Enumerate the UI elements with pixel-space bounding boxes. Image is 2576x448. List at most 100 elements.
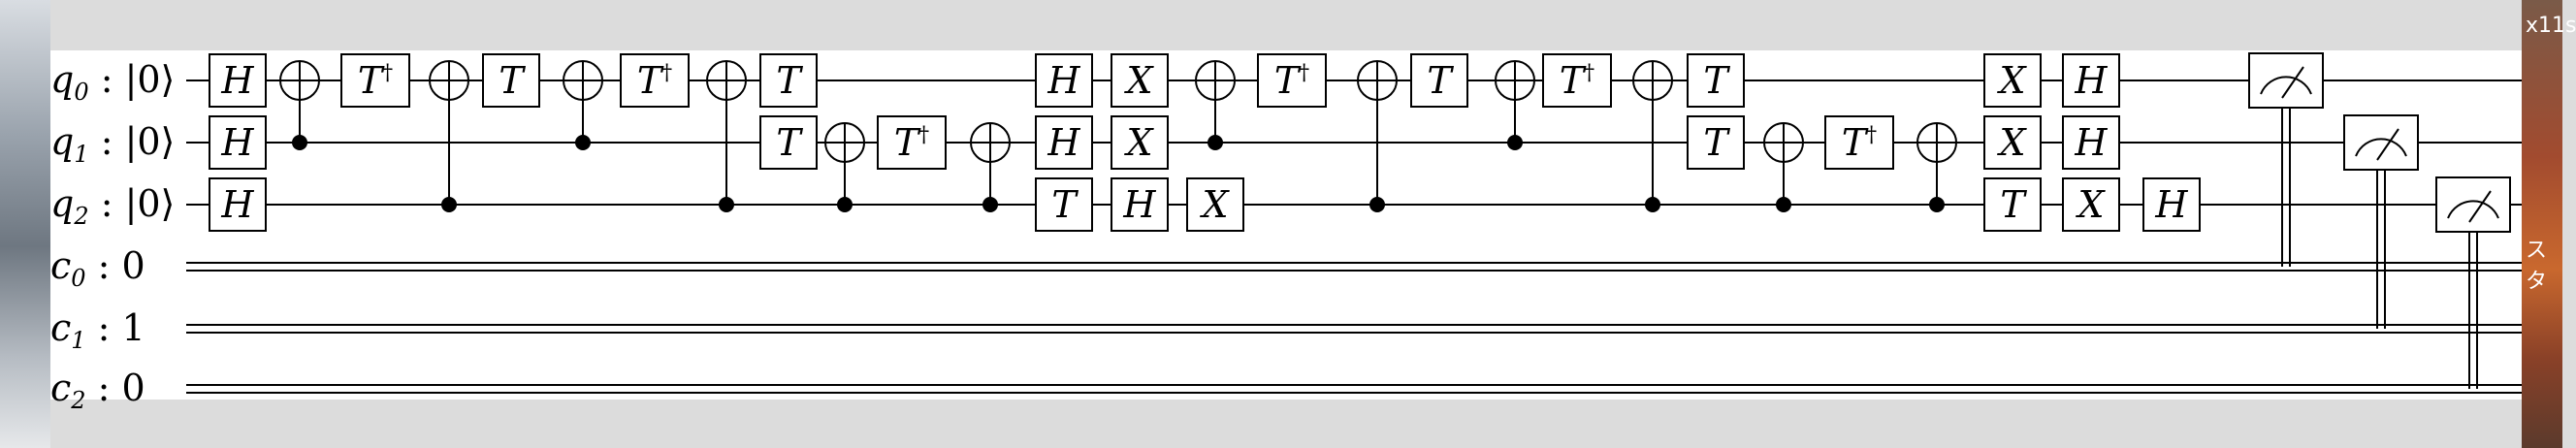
gate-label: H — [2154, 183, 2188, 226]
gate-label: T† — [894, 121, 929, 164]
gate-label: T† — [1842, 121, 1877, 164]
cnot-control-dot — [982, 197, 998, 212]
measure-meter-needle — [2376, 128, 2399, 161]
clbit-label-part: 0 — [71, 265, 85, 292]
clbit-label: c0 : 0 — [50, 244, 145, 292]
gate-label: H — [1122, 183, 1156, 226]
gate-label: T — [1703, 59, 1730, 102]
gate-box — [1186, 177, 1244, 232]
qubit-label-part: q — [50, 182, 74, 225]
qubit-label-part: q — [50, 58, 74, 101]
gate-label-dagger: † — [382, 61, 393, 85]
gate-label: T — [1703, 121, 1730, 164]
gate-label-main: T — [1560, 59, 1587, 102]
qubit-label-part: q — [50, 120, 74, 163]
gate-box — [340, 53, 410, 108]
qubit-label-part: : — [89, 182, 125, 225]
window-top-area — [50, 0, 2522, 50]
cnot-control-dot — [1507, 135, 1523, 150]
qubit-label: q2 : |0⟩ — [50, 182, 175, 230]
gate-label-main: T — [1274, 59, 1302, 102]
cnot-control-dot — [292, 135, 307, 150]
cnot-control-dot — [1645, 197, 1660, 212]
gate-label: X — [1996, 59, 2027, 102]
gate-label: T — [776, 59, 803, 102]
gate-label: H — [2074, 59, 2108, 102]
desktop-text-1: x11s — [2526, 14, 2576, 38]
clbit-label-part: 0 — [122, 244, 145, 287]
gate-label: X — [1996, 121, 2027, 164]
gate-box — [1410, 53, 1468, 108]
gate-box — [759, 115, 818, 170]
gate-box — [2062, 53, 2120, 108]
gate-label: T — [776, 121, 803, 164]
gate-label: T — [1427, 59, 1454, 102]
cnot-control-dot — [1929, 197, 1945, 212]
gate-label: T† — [1560, 59, 1594, 102]
gate-label-dagger: † — [1299, 61, 1309, 85]
gate-box — [1035, 177, 1093, 232]
gate-box — [482, 53, 540, 108]
cnot-control-dot — [1369, 197, 1385, 212]
clbit-label-part: c — [50, 367, 71, 409]
desktop-text-2: スタ — [2526, 239, 2548, 294]
gate-label-main: T — [637, 59, 664, 102]
qubit-label: q1 : |0⟩ — [50, 120, 175, 168]
gate-label: H — [1046, 121, 1080, 164]
gate-box — [2142, 177, 2201, 232]
gate-label: T† — [358, 59, 393, 102]
measure-box — [2248, 52, 2324, 109]
gate-label-main: T — [358, 59, 385, 102]
gate-label: X — [1123, 121, 1154, 164]
gate-label-dagger: † — [918, 123, 929, 147]
qubit-label-part: 1 — [74, 141, 88, 168]
clbit-label-part: : — [86, 367, 122, 409]
gate-box — [1983, 115, 2042, 170]
gate-box — [1111, 177, 1169, 232]
qubit-label-part: |0⟩ — [125, 120, 176, 163]
clbit-label-part: c — [50, 306, 71, 349]
desktop-background-left — [0, 0, 50, 448]
gate-box — [1111, 115, 1169, 170]
gate-box — [759, 53, 818, 108]
measure-box — [2435, 176, 2511, 233]
gate-box — [877, 115, 947, 170]
clbit-label-part: c — [50, 244, 71, 287]
gate-box — [1983, 177, 2042, 232]
gate-box — [2062, 177, 2120, 232]
clbit-label: c1 : 1 — [50, 306, 145, 354]
gate-box — [2062, 115, 2120, 170]
gate-label: X — [1123, 59, 1154, 102]
gate-box — [1687, 53, 1745, 108]
desktop-background-right: x11s スタ — [2522, 0, 2576, 448]
gate-box — [1983, 53, 2042, 108]
circuit-diagram: q0 : |0⟩q1 : |0⟩q2 : |0⟩c0 : 0c1 : 1c2 :… — [50, 52, 2522, 414]
gate-box — [1257, 53, 1327, 108]
clbit-label-part: : — [86, 306, 122, 349]
gate-box — [1687, 115, 1745, 170]
measure-meter-arc — [2355, 138, 2407, 157]
gate-box — [209, 115, 267, 170]
cnot-control-dot — [837, 197, 853, 212]
gate-box — [1824, 115, 1894, 170]
qubit-label-part: : — [89, 120, 125, 163]
clbit-label-part: : — [86, 244, 122, 287]
gate-box — [1035, 53, 1093, 108]
qubit-label-part: : — [89, 58, 125, 101]
gate-label: H — [220, 59, 254, 102]
gate-label-main: T — [1842, 121, 1869, 164]
gate-box — [1035, 115, 1093, 170]
gate-label: X — [2075, 183, 2106, 226]
cnot-control-dot — [1776, 197, 1791, 212]
gate-label: X — [1199, 183, 1230, 226]
measure-meter-arc — [2447, 200, 2499, 219]
clbit-label-part: 1 — [122, 306, 145, 349]
clbit-label-part: 2 — [70, 387, 85, 414]
clbit-label-part: 0 — [122, 367, 145, 409]
clbit-label-part: 1 — [71, 327, 85, 354]
qubit-label-part: 0 — [74, 79, 88, 106]
gate-box — [1542, 53, 1612, 108]
cnot-control-dot — [1208, 135, 1223, 150]
measure-meter-needle — [2468, 190, 2492, 223]
